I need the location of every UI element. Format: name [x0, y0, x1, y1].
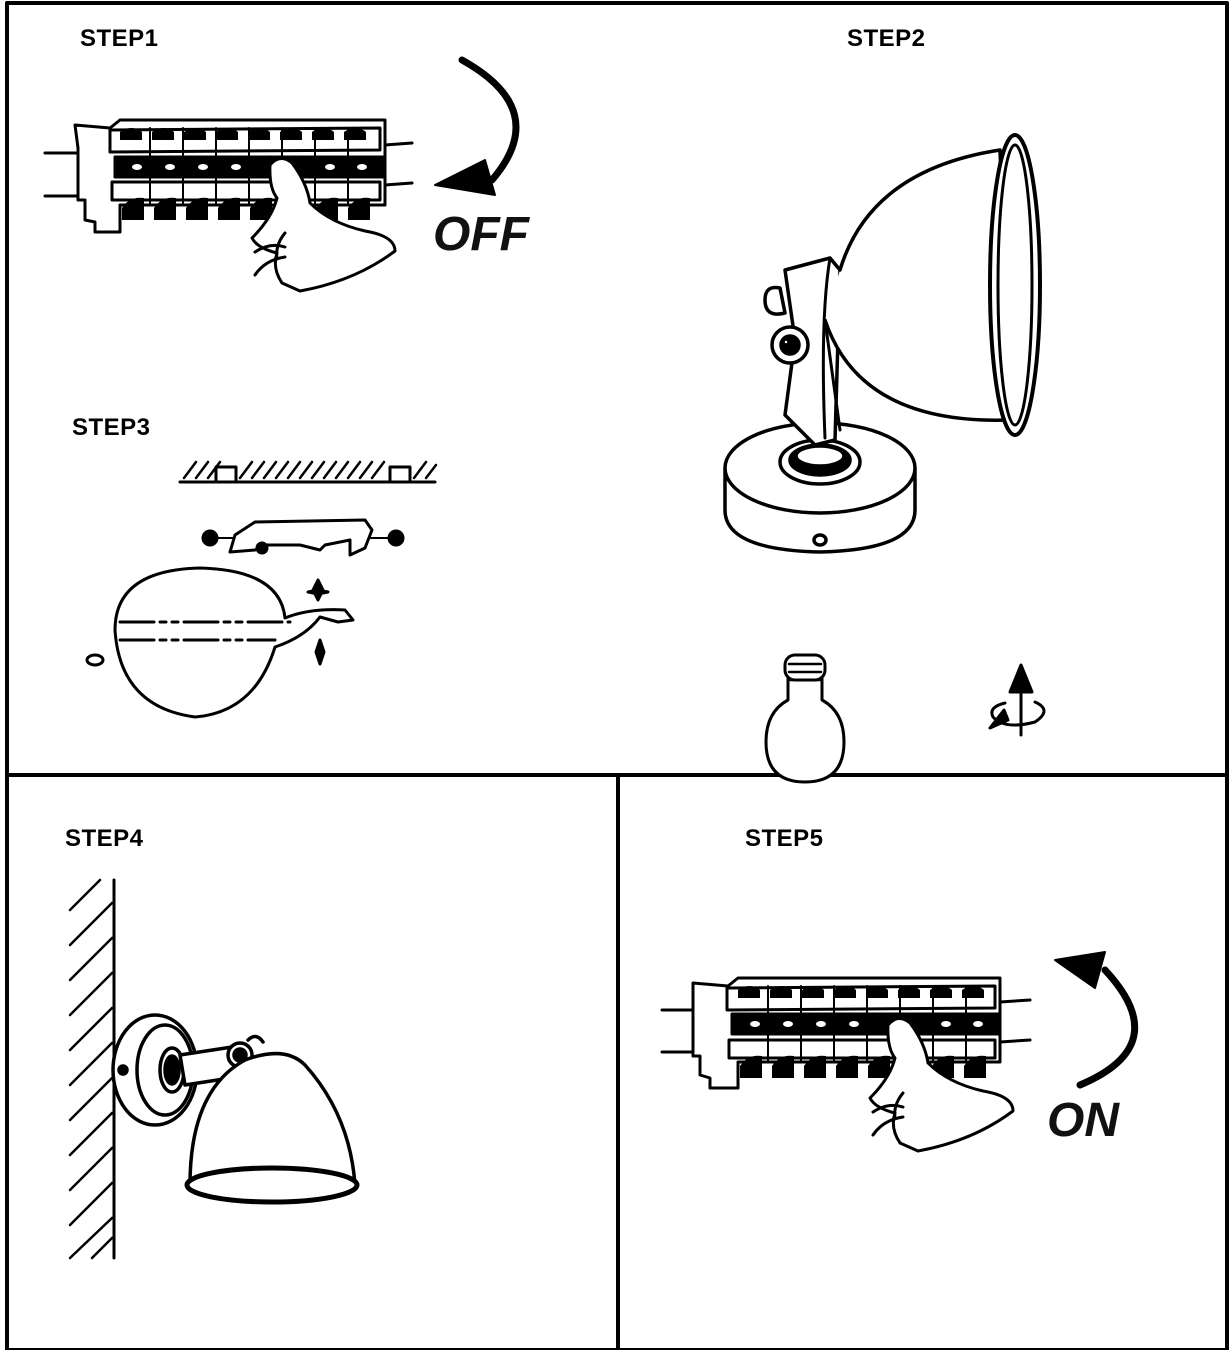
step3-label: STEP3	[72, 414, 151, 442]
step2-label: STEP2	[847, 25, 926, 53]
step1-label: STEP1	[80, 25, 159, 53]
wall-hatch-icon	[70, 880, 114, 1258]
lamp-base-top-view-icon	[87, 568, 353, 717]
rotate-arrow-off-icon	[435, 60, 516, 195]
twist-up-icon	[990, 665, 1044, 735]
mounting-plate-icon	[180, 462, 436, 555]
on-label: ON	[1047, 1093, 1119, 1148]
breaker-panel-on-icon	[662, 978, 1030, 1088]
light-bulb-icon	[766, 655, 844, 782]
step5-label: STEP5	[745, 825, 824, 853]
breaker-panel-off-icon	[45, 120, 412, 232]
spotlight-lamp-icon	[725, 135, 1040, 552]
wall-lamp-icon	[113, 1015, 357, 1202]
rotate-arrow-on-icon	[1055, 952, 1135, 1085]
step4-label: STEP4	[65, 825, 144, 853]
off-label: OFF	[433, 207, 529, 262]
